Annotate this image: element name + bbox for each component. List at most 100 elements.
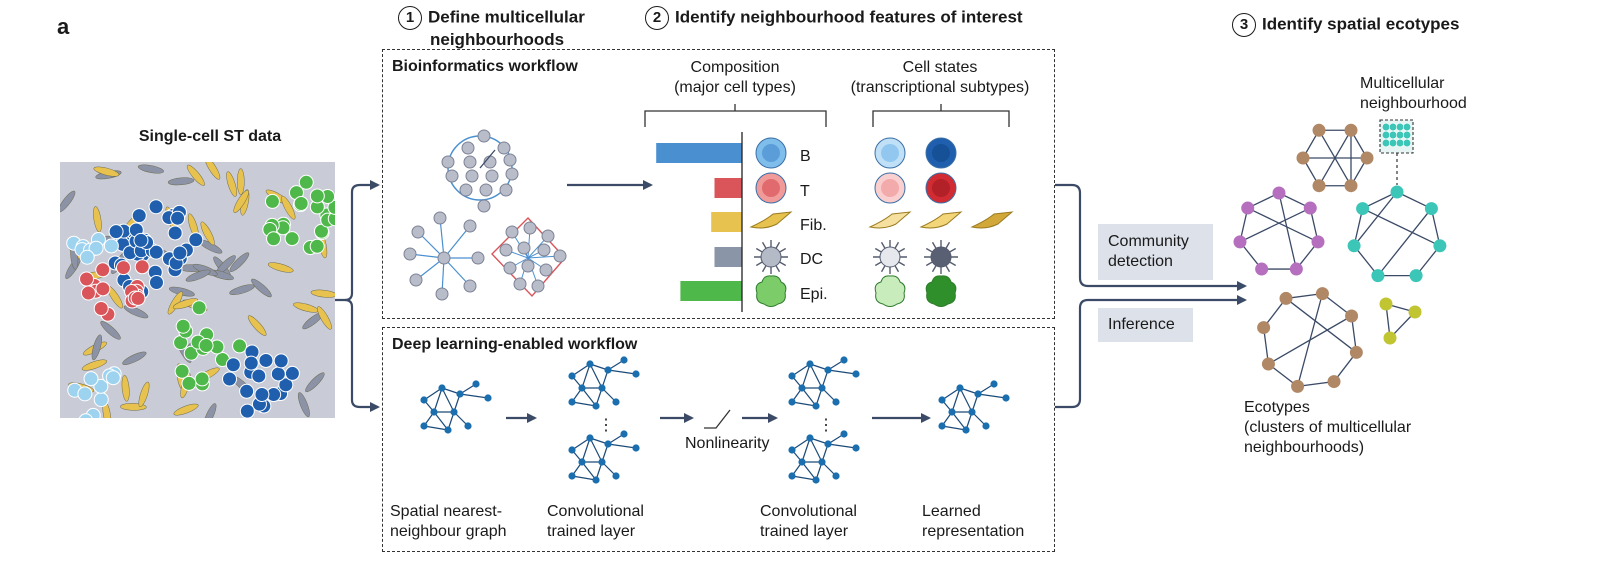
tissue-elongated-cell <box>200 221 215 246</box>
step-2-title: Identify neighbourhood features of inter… <box>675 7 1023 27</box>
tissue-elongated-cell <box>204 162 221 180</box>
graph-node <box>598 458 606 466</box>
cell-type-icons <box>749 137 793 307</box>
ecotype-node <box>1272 186 1286 200</box>
tissue-b-cell <box>88 240 104 256</box>
graph-edge <box>571 475 597 481</box>
graph-node <box>568 446 576 454</box>
graph-node <box>598 384 606 392</box>
graph-node <box>824 366 832 374</box>
deep-learning-title: Deep learning-enabled workflow <box>392 336 638 353</box>
neighbour-cell <box>553 249 567 263</box>
graph-node <box>798 458 806 466</box>
graph-edge <box>801 437 811 463</box>
neighbour-cell <box>503 153 517 167</box>
graph-node <box>852 444 860 452</box>
tissue-b-cell <box>170 210 186 226</box>
neighbourhood-cell <box>1402 130 1412 140</box>
composition-bar-dc <box>714 247 742 267</box>
neighbourhood-cell <box>1381 122 1391 132</box>
tissue-epithelial-cell <box>327 211 335 227</box>
tissue-t-cell <box>115 260 131 276</box>
neighbour-cell <box>463 219 477 233</box>
caption-spatial-graph: Spatial nearest- neighbour graph <box>390 502 507 542</box>
tissue-elongated-cell <box>186 164 205 186</box>
graph-edge <box>433 387 443 413</box>
composition-bar-fib <box>711 212 742 232</box>
graph-node <box>832 398 840 406</box>
tissue-b-cell <box>172 245 188 261</box>
graph-edge <box>581 461 597 481</box>
graph-node <box>586 434 594 442</box>
neighbour-cell <box>537 243 551 257</box>
single-cell-tissue-image <box>60 162 335 418</box>
spatial-graph <box>420 380 492 434</box>
neighbourhood-cell <box>1402 122 1412 132</box>
graph-edge <box>951 387 961 413</box>
panel-letter: a <box>57 14 70 39</box>
graph-node <box>430 408 438 416</box>
graph-node <box>586 360 594 368</box>
ecotypes-caption: Ecotypes (clusters of multicellular neig… <box>1244 398 1411 458</box>
neighbourhood-cell <box>1381 138 1391 148</box>
ecotype-edge <box>1247 207 1319 243</box>
caption-conv-layer-1-line1: Convolutional <box>547 503 644 520</box>
composition-line1: Composition <box>690 59 780 76</box>
tissue-elongated-cell <box>237 168 245 195</box>
tissue-epithelial-cell <box>298 174 314 190</box>
neighbourhood-line2: neighbourhood <box>1360 95 1467 112</box>
tissue-epithelial-cell <box>266 231 282 247</box>
community-line1: Community <box>1108 233 1189 250</box>
neighbourhood-cell <box>1388 130 1398 140</box>
tissue-epithelial-cell <box>174 363 190 379</box>
neighbourhood-polygon <box>491 216 566 298</box>
tissue-epithelial-cell <box>194 371 210 387</box>
ecotype-edge <box>1239 207 1311 243</box>
neighbour-cell <box>499 243 513 257</box>
caption-spatial-graph-line2: neighbour graph <box>390 523 507 540</box>
ecotype-node <box>1327 375 1341 389</box>
neighbour-cell <box>541 229 555 243</box>
tissue-b-cell <box>133 232 149 248</box>
graph-node <box>592 402 600 410</box>
ecotypes-caption-line1: Ecotypes <box>1244 399 1310 416</box>
neighbour-cell <box>517 241 531 255</box>
neighbourhood-cell <box>1388 122 1398 132</box>
tissue-t-cell <box>79 271 95 287</box>
graph-node <box>450 408 458 416</box>
output-bracket <box>1055 183 1247 409</box>
ecotype-node <box>1257 321 1271 335</box>
neighbour-cell <box>463 279 477 293</box>
tissue-elongated-cell <box>267 262 294 273</box>
graph-edge <box>433 411 449 431</box>
graph-node <box>788 398 796 406</box>
tissue-elongated-cell <box>167 177 195 186</box>
cell-state-icons <box>868 137 1014 307</box>
graph-edge <box>589 363 603 389</box>
tissue-b-cell <box>93 392 109 408</box>
tissue-b-cell <box>148 244 164 260</box>
neighbour-cell <box>445 169 459 183</box>
graph-edge <box>791 475 817 481</box>
graph-node <box>632 370 640 378</box>
neighbour-cell <box>459 183 473 197</box>
step-3-title: Identify spatial ecotypes <box>1262 14 1460 34</box>
graph-edge <box>791 401 817 407</box>
conv-layer-2-graph-top <box>788 356 860 410</box>
epithelial-icon <box>755 275 787 307</box>
ecotype-node <box>1344 123 1358 137</box>
ecotype-node <box>1379 297 1393 311</box>
graph-node <box>578 458 586 466</box>
graph-edge <box>977 393 1007 399</box>
ecotype-node <box>1356 202 1370 216</box>
caption-conv-layer-1: Convolutional trained layer <box>547 502 644 542</box>
tissue-epithelial-cell <box>309 238 325 254</box>
caption-learned-rep: Learned representation <box>922 502 1024 542</box>
neighbourhood-cell <box>1395 130 1405 140</box>
graph-node <box>484 394 492 402</box>
graph-edge <box>951 411 967 431</box>
neighbour-cell <box>505 225 519 239</box>
neighbour-cell <box>435 287 449 301</box>
neighbour-cell <box>539 263 553 277</box>
neighbour-cell <box>503 261 517 275</box>
